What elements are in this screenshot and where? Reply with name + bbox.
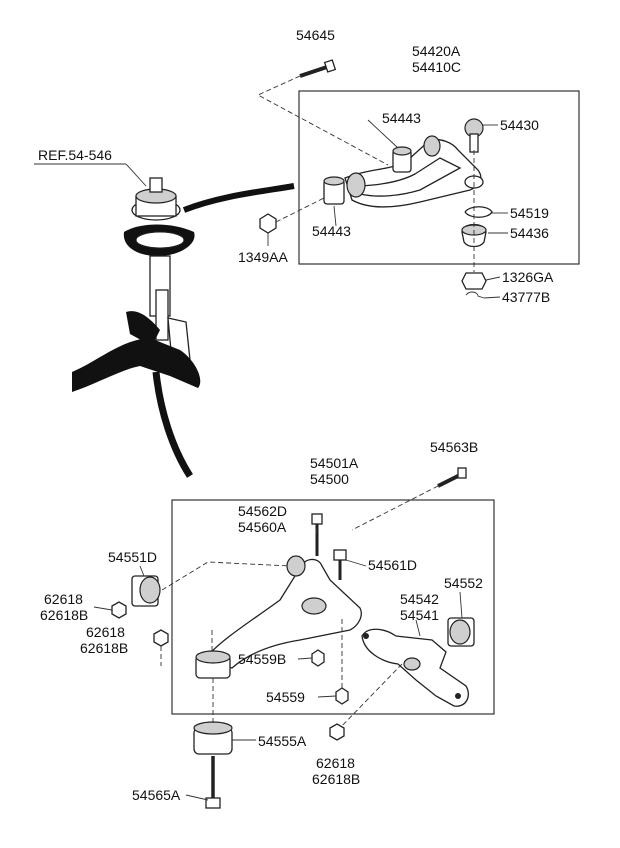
nut-62618-a[interactable] (111, 601, 127, 619)
upper-arm-group-box (298, 90, 580, 265)
label-54501A: 54501A (310, 455, 359, 471)
ref-leader (125, 163, 147, 187)
label-54555A: 54555A (258, 733, 307, 749)
dust-boot-54436[interactable] (461, 223, 487, 248)
leader-1349AA (275, 196, 327, 223)
label-54645: 54645 (296, 27, 335, 43)
label-54561D: 54561D (368, 557, 417, 573)
label-54410C: 54410C (412, 59, 461, 75)
bushing-54551D[interactable] (131, 575, 161, 607)
nut-62618-b[interactable] (153, 629, 169, 647)
cotter-pin-43777B[interactable] (465, 291, 485, 299)
label-62618B-c: 62618B (312, 771, 360, 787)
label-54436: 54436 (510, 225, 549, 241)
bolt-54565A[interactable] (205, 756, 221, 809)
nut-1326GA[interactable] (461, 272, 487, 290)
label-54542: 54542 (400, 591, 439, 607)
label-62618B-a: 62618B (40, 607, 88, 623)
label-54430: 54430 (500, 117, 539, 133)
nut-62618-c[interactable] (329, 723, 345, 741)
strut-assembly (72, 177, 201, 392)
ref-label[interactable]: REF.54-546 (38, 147, 112, 163)
leader-54563B (351, 485, 439, 531)
label-54565A: 54565A (132, 787, 181, 803)
bushing-54552[interactable] (447, 617, 475, 647)
nut-54559[interactable] (335, 687, 349, 705)
label-54551D: 54551D (108, 549, 157, 565)
label-leaders (93, 119, 508, 801)
label-43777B: 43777B (502, 289, 550, 305)
label-62618-b: 62618 (86, 624, 125, 640)
bolt-54563B[interactable] (437, 467, 467, 488)
lower-arm-group-box (171, 499, 495, 715)
bushing-54443-lower[interactable] (323, 176, 345, 205)
label-54562D: 54562D (238, 503, 287, 519)
strut-wire (182, 183, 295, 213)
label-62618-a: 62618 (44, 591, 83, 607)
label-54443-lower: 54443 (312, 223, 351, 239)
bolt-54645[interactable] (299, 59, 337, 78)
arm-bushing[interactable] (195, 650, 231, 679)
knuckle-bracket-54542[interactable] (361, 628, 469, 707)
label-54563B: 54563B (430, 439, 478, 455)
bolt-54561D[interactable] (333, 549, 347, 580)
label-54519: 54519 (510, 205, 549, 221)
nut-54559B[interactable] (311, 649, 325, 667)
leader-54645 (256, 75, 389, 166)
strut-hose (152, 371, 193, 478)
bushing-54555A[interactable] (193, 721, 233, 755)
label-54500: 54500 (310, 471, 349, 487)
label-54559B: 54559B (238, 651, 286, 667)
label-1349AA: 1349AA (238, 249, 288, 265)
label-54443-upper: 54443 (382, 110, 421, 126)
bolt-54562D[interactable] (311, 513, 323, 556)
leader-54551D (161, 561, 291, 591)
bushing-54443-upper[interactable] (392, 146, 412, 173)
circlip-54519[interactable] (464, 206, 493, 218)
label-54541: 54541 (400, 607, 439, 623)
nut-1349AA[interactable] (259, 213, 277, 234)
label-1326GA: 1326GA (502, 269, 554, 285)
label-54560A: 54560A (238, 519, 287, 535)
upper-control-arm[interactable] (344, 135, 482, 208)
label-54552: 54552 (444, 575, 483, 591)
label-62618B-b: 62618B (80, 640, 128, 656)
label-54420A: 54420A (412, 43, 461, 59)
label-62618-c: 62618 (316, 755, 355, 771)
lower-control-arm[interactable] (202, 555, 362, 669)
label-54559: 54559 (266, 689, 305, 705)
